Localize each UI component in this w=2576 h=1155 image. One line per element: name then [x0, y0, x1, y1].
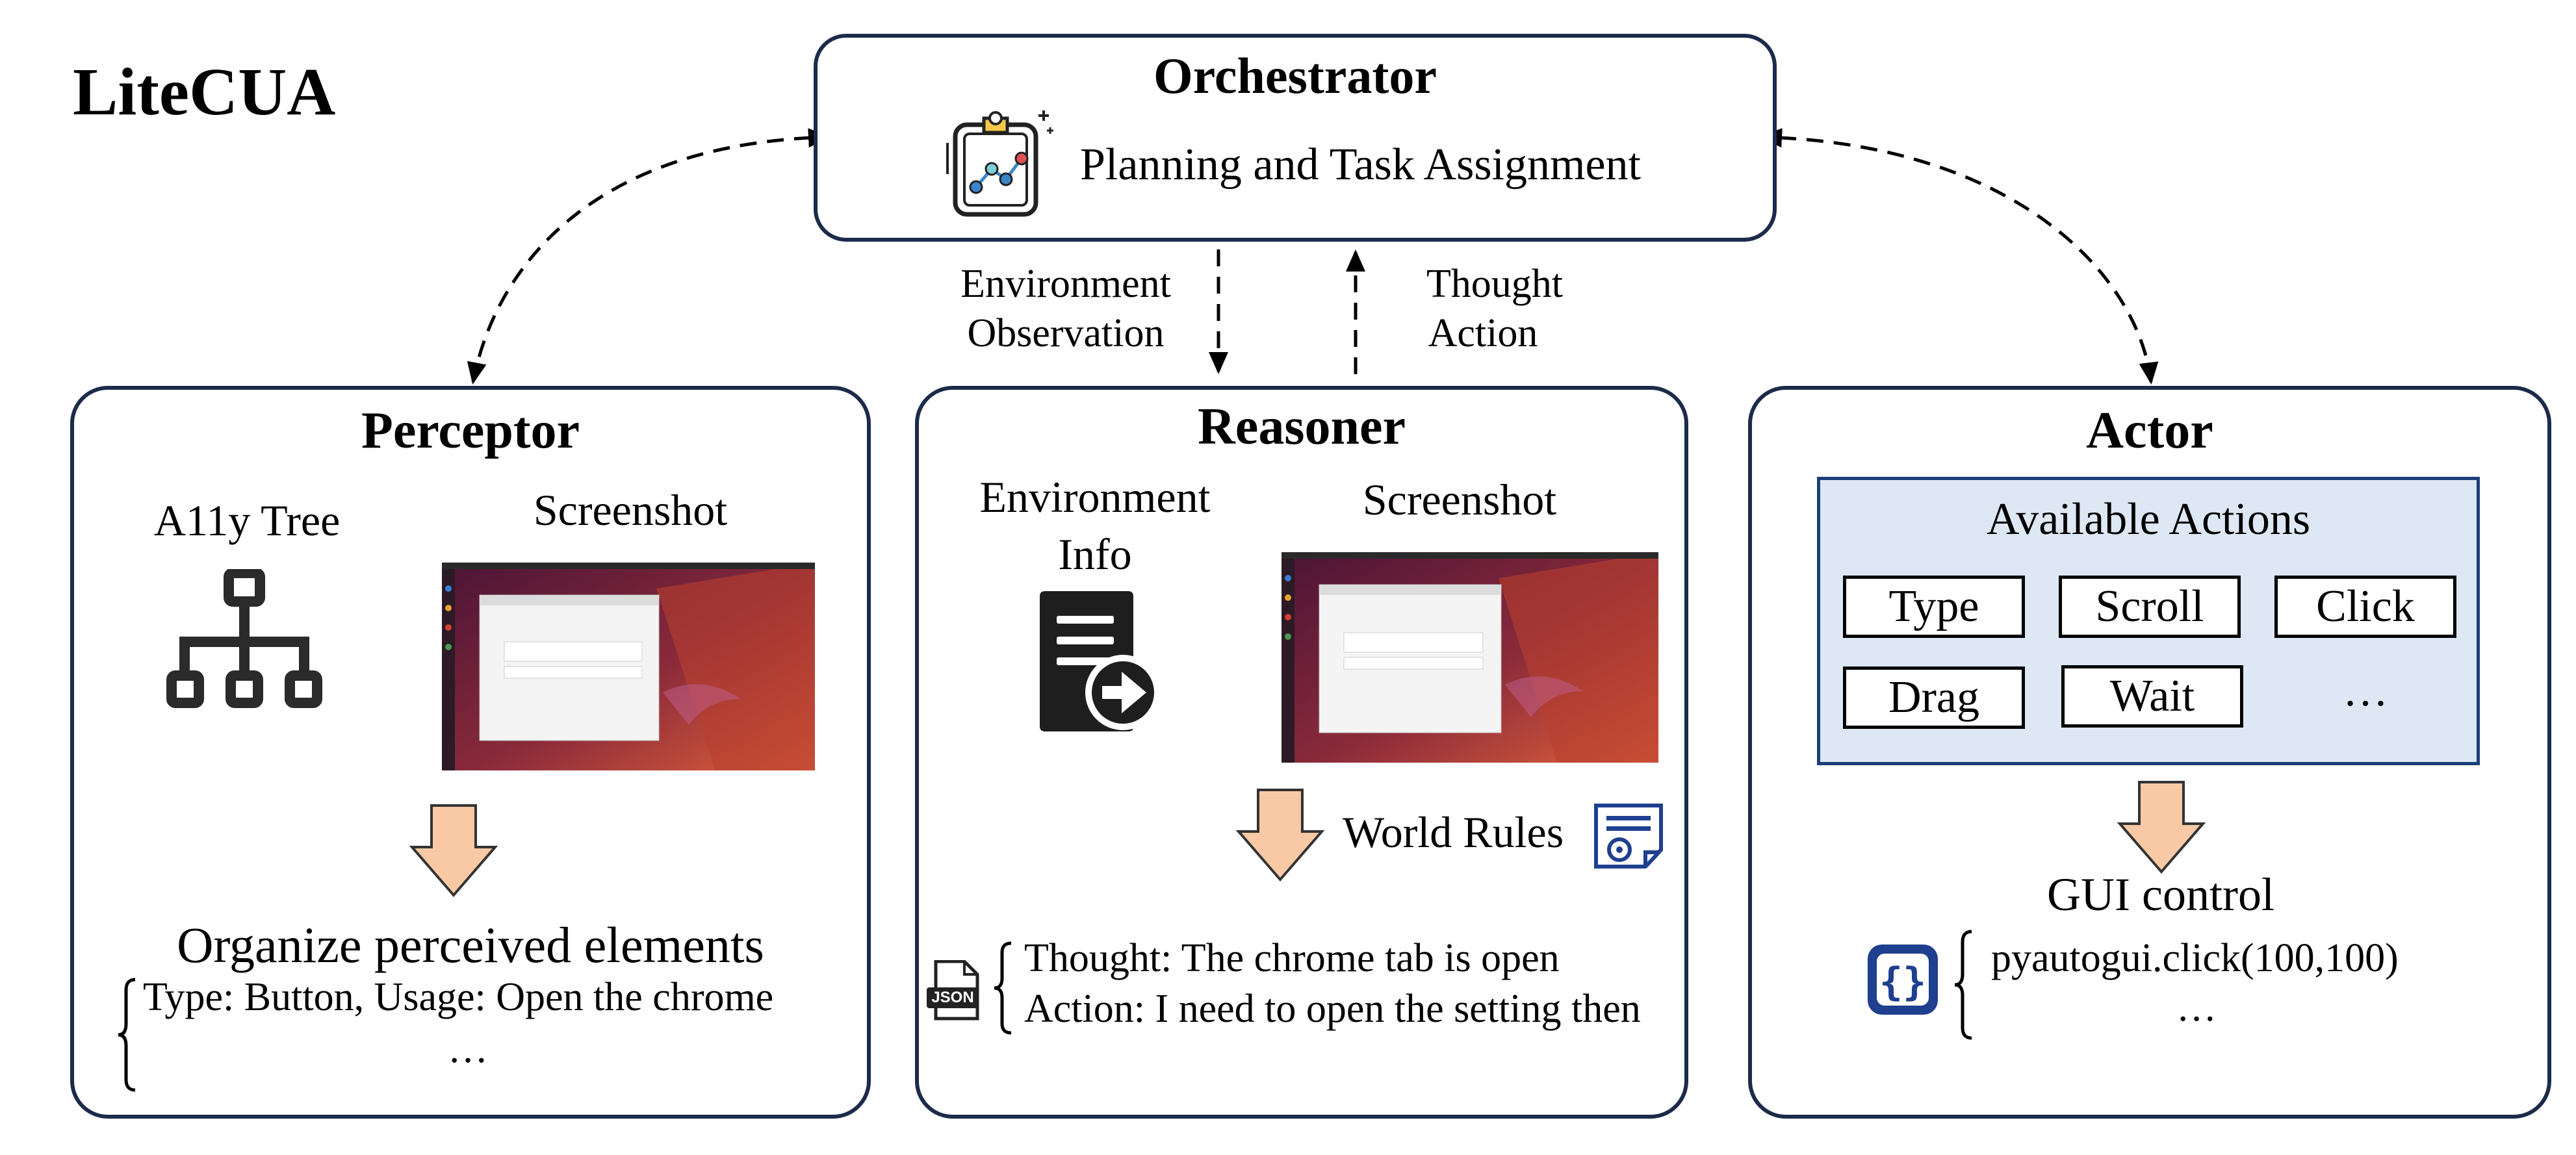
actor-output-brace [1954, 930, 1972, 1040]
perceptor-output-brace [118, 978, 136, 1092]
action-click-button: Click [2274, 576, 2456, 638]
svg-text:{}: {} [1879, 959, 1926, 1005]
actor-output-line2: … [2176, 985, 2217, 1030]
json-file-icon [927, 960, 979, 1021]
environment-info-line2: Info [1058, 529, 1132, 579]
action-type-button: Type [1843, 576, 2025, 638]
environment-info-line1: Environment [979, 472, 1211, 522]
actor-down-arrow [2117, 781, 2206, 874]
perceptor-output-line1: Type: Button, Usage: Open the chrome [143, 975, 774, 1019]
reasoner-output-thought: Thought: The chrome tab is open [1024, 936, 1560, 980]
perceptor-title: Perceptor [361, 402, 580, 459]
perceptor-output-title: Organize perceived elements [177, 917, 764, 973]
reasoner-output-brace [994, 941, 1012, 1035]
observation-label-line1: Environment [960, 262, 1171, 306]
code-braces-icon: {} [1868, 945, 1938, 1015]
document-export-icon [1040, 591, 1161, 731]
perceptor-down-arrow [409, 804, 498, 898]
thought-label-line2: Action [1428, 311, 1538, 355]
perceptor-output-line2: … [448, 1027, 488, 1071]
planning-board-icon [946, 110, 1053, 217]
reasoner-down-arrow [1235, 789, 1325, 882]
json-badge-text: JSON [931, 989, 974, 1006]
reasoner-screenshot-label: Screenshot [1362, 475, 1557, 524]
a11y-tree-label: A11y Tree [153, 496, 341, 545]
action-more: … [2343, 666, 2388, 716]
reasoner-screenshot-image [1282, 552, 1658, 763]
actor-title: Actor [2086, 402, 2213, 459]
reasoner-title: Reasoner [1198, 398, 1406, 455]
action-scroll-button: Scroll [2059, 576, 2241, 638]
perceptor-screenshot-image [442, 563, 815, 770]
orchestrator-perceptor-link [467, 128, 831, 385]
orchestrator-title: Orchestrator [1153, 47, 1437, 104]
actor-output-line1: pyautogui.click(100,100) [1991, 936, 2399, 980]
perceptor-screenshot-label: Screenshot [533, 485, 728, 535]
orchestrator-subtitle: Planning and Task Assignment [1080, 140, 1641, 190]
certificate-icon [1594, 804, 1663, 869]
hierarchy-tree-icon [166, 569, 322, 708]
action-wait-button: Wait [2061, 665, 2243, 728]
world-rules-label: World Rules [1343, 807, 1564, 857]
available-actions-title: Available Actions [1986, 494, 2311, 544]
reasoner-output-action: Action: I need to open the setting then [1024, 987, 1641, 1031]
gui-control-title: GUI control [2047, 869, 2274, 920]
thought-label-line1: Thought [1426, 262, 1564, 306]
orchestrator-actor-link [1760, 128, 2159, 385]
observation-label-line2: Observation [967, 311, 1165, 355]
brand-title: LiteCUA [73, 55, 336, 129]
action-drag-button: Drag [1843, 666, 2025, 729]
